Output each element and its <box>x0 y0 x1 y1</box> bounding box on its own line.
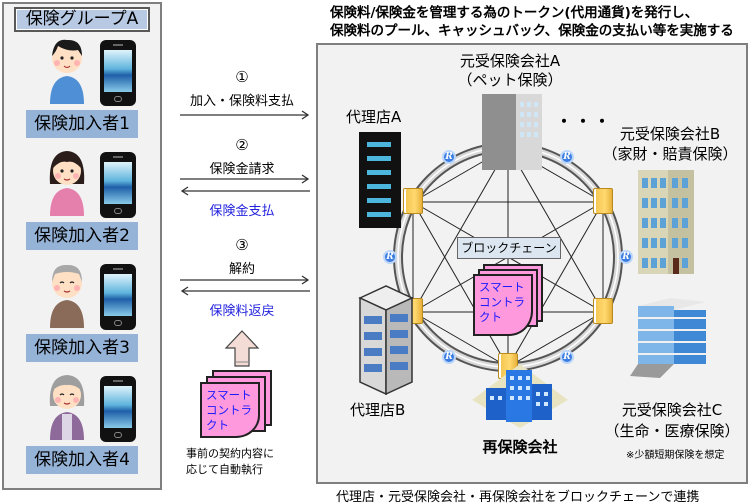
smartphone-icon <box>100 40 136 106</box>
token-coin-icon: R <box>560 150 574 164</box>
smart-contract-text-line: コントラ <box>206 403 252 417</box>
reinsurer-building-icon <box>472 364 568 428</box>
insurer-a-type: （ペット保険） <box>457 71 563 89</box>
smart-contract-text-line: スマート <box>206 388 252 402</box>
member-label: 保険加入者1 <box>26 110 138 138</box>
insurer-c-type: （生命・医療保険） <box>604 422 740 440</box>
flow-3-number: ③ <box>235 236 249 254</box>
smart-contract-text-line: コントラ <box>479 295 525 309</box>
arrow-right-icon <box>180 110 310 120</box>
flow-3-request: 解約 <box>228 262 255 277</box>
agency-a-building-icon <box>359 132 401 228</box>
insurer-b-building-icon <box>638 170 694 274</box>
flow-2-number: ② <box>235 136 249 154</box>
smart-contract-text-line: クト <box>206 418 229 432</box>
caption-line: 応じて自動執行 <box>186 463 263 476</box>
flow-2-response: 保険金支払 <box>209 204 275 219</box>
smartphone-icon <box>100 152 136 218</box>
member-label: 保険加入者4 <box>26 446 138 474</box>
reinsurer-label: 再保険会社 <box>482 438 558 456</box>
insurer-b-type: （家財・賠責保険） <box>602 145 738 163</box>
flow-1-request: 加入・保険料支払 <box>189 94 294 109</box>
token-coin-icon: R <box>442 150 456 164</box>
smart-contract-text-line: スマート <box>479 280 525 294</box>
insurance-group-panel: 保険グループA 保険加入者1 保険加入者2 <box>2 2 162 490</box>
footer-caption: 代理店・元受保険会社・再保険会社をブロックチェーンで連携 <box>336 490 700 504</box>
insurer-c-building-icon <box>630 298 706 378</box>
caption-line: 事前の契約内容に <box>186 447 274 460</box>
insurer-a-name: 元受保険会社A <box>459 52 561 70</box>
woman-icon <box>49 151 85 216</box>
insurer-c-note: ※少額短期保険を想定 <box>626 450 725 461</box>
member-label: 保険加入者3 <box>26 334 138 362</box>
arrow-left-icon <box>180 186 310 196</box>
insurer-c-name: 元受保険会社C <box>621 401 723 419</box>
member-card-3: 保険加入者3 <box>4 258 160 370</box>
blockchain-label: ブロックチェーン <box>457 237 561 259</box>
token-coin-icon: R <box>619 250 633 264</box>
flow-2-request: 保険金請求 <box>209 162 275 177</box>
ledger-node-icon <box>593 188 613 214</box>
ledger-node-icon <box>403 188 423 214</box>
elderly-man-icon <box>50 264 84 328</box>
arrow-right-icon <box>180 174 310 184</box>
agency-a-label: 代理店A <box>346 108 402 126</box>
elderly-woman-icon <box>49 375 85 440</box>
insurer-b-name: 元受保険会社B <box>619 125 721 143</box>
header-line: 保険料/保険金を管理する為のトークン(代用通貨)を発行し、 <box>330 5 699 21</box>
agency-b-label: 代理店B <box>350 401 406 419</box>
smartphone-icon <box>100 376 136 442</box>
insurer-a-building-icon <box>482 94 542 170</box>
ledger-node-icon <box>593 298 613 324</box>
arrow-left-icon <box>180 286 310 296</box>
smart-contract-text-line: クト <box>479 310 502 324</box>
ellipsis: ・・・ <box>556 112 614 131</box>
member-card-1: 保険加入者1 <box>4 34 160 146</box>
header-line: 保険料のプール、キャッシュバック、保険金の支払い等を実施する <box>330 23 734 39</box>
smart-contract-caption: 事前の契約内容に 応じて自動執行 <box>186 446 274 478</box>
arrow-right-icon <box>180 275 310 285</box>
member-label: 保険加入者2 <box>26 222 138 250</box>
young-man-icon <box>50 39 84 104</box>
token-coin-icon: R <box>442 350 456 364</box>
agency-b-building-icon <box>358 285 414 396</box>
token-coin-icon: R <box>383 250 397 264</box>
smartphone-icon <box>100 264 136 330</box>
up-arrow-icon <box>224 330 260 367</box>
group-title: 保険グループA <box>14 7 150 32</box>
flow-1-number: ① <box>235 68 249 86</box>
token-coin-icon: R <box>560 350 574 364</box>
member-card-2: 保険加入者2 <box>4 146 160 258</box>
member-card-4: 保険加入者4 <box>4 370 160 482</box>
header-description: 保険料/保険金を管理する為のトークン(代用通貨)を発行し、 保険料のプール、キャ… <box>330 4 734 40</box>
flow-3-response: 保険料返戻 <box>209 304 275 319</box>
